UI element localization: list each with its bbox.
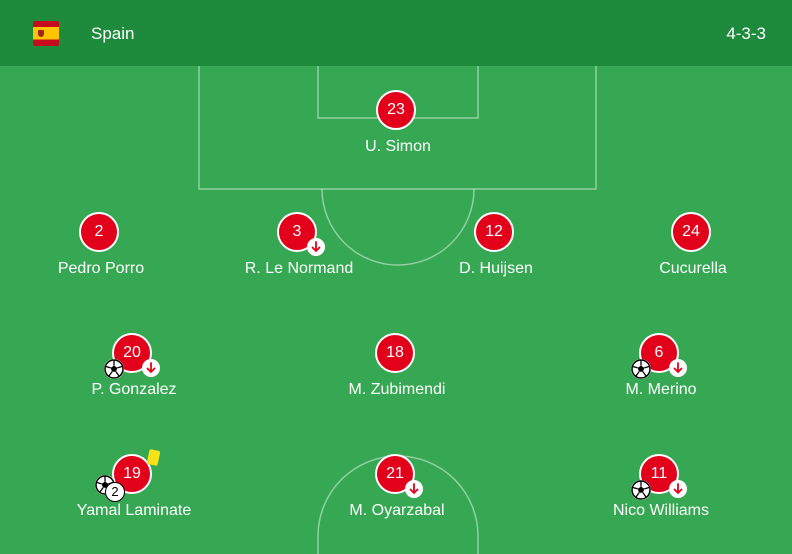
team-name: Spain xyxy=(91,24,135,43)
formation-label: 4-3-3 xyxy=(726,24,766,43)
player-name: M. Merino xyxy=(625,381,697,398)
player-name: D. Huijsen xyxy=(459,260,533,277)
player-number: 18 xyxy=(375,333,415,373)
player-name: P. Gonzalez xyxy=(91,381,177,398)
goal-icon xyxy=(631,359,651,379)
substitution-off-icon xyxy=(405,480,423,498)
goal-count-badge: 2 xyxy=(105,482,125,502)
player-number: 2 xyxy=(79,212,119,252)
player-right-back[interactable]: 2 Pedro Porro xyxy=(1,212,201,302)
player-centre-back-left[interactable]: 12 D. Huijsen xyxy=(396,212,596,302)
team-header: Spain 4-3-3 xyxy=(0,0,792,66)
player-number: 23 xyxy=(376,90,416,130)
player-name: Nico Williams xyxy=(613,502,709,519)
substitution-off-icon xyxy=(142,359,160,377)
player-number: 3 xyxy=(277,212,317,252)
player-goalkeeper[interactable]: 23 U. Simon xyxy=(298,90,498,180)
player-name: Pedro Porro xyxy=(57,260,145,277)
player-name: Yamal Laminate xyxy=(76,502,192,519)
player-centre-back-right[interactable]: 3 R. Le Normand xyxy=(199,212,399,302)
player-forward-left[interactable]: 11 Nico Williams xyxy=(561,454,761,544)
player-forward-right[interactable]: 19 2 Yamal Laminate xyxy=(34,449,234,544)
player-number: 12 xyxy=(474,212,514,252)
player-name: M. Zubimendi xyxy=(348,381,446,398)
player-name: M. Oyarzabal xyxy=(349,502,445,519)
spain-flag-icon xyxy=(33,21,59,46)
player-forward-centre[interactable]: 21 M. Oyarzabal xyxy=(297,454,497,544)
player-midfielder-centre[interactable]: 18 M. Zubimendi xyxy=(297,333,497,423)
player-number: 24 xyxy=(671,212,711,252)
player-name: Cucurella xyxy=(659,260,727,277)
goal-icon xyxy=(631,480,651,500)
player-left-back[interactable]: 24 Cucurella xyxy=(593,212,792,302)
substitution-off-icon xyxy=(307,238,325,256)
player-name: R. Le Normand xyxy=(244,260,354,277)
player-midfielder-right[interactable]: 20 P. Gonzalez xyxy=(34,333,234,423)
player-name: U. Simon xyxy=(365,138,431,155)
player-midfielder-left[interactable]: 6 M. Merino xyxy=(561,333,761,423)
substitution-off-icon xyxy=(669,359,687,377)
yellow-card-icon xyxy=(146,449,161,466)
goal-icon xyxy=(104,359,124,379)
substitution-off-icon xyxy=(669,480,687,498)
